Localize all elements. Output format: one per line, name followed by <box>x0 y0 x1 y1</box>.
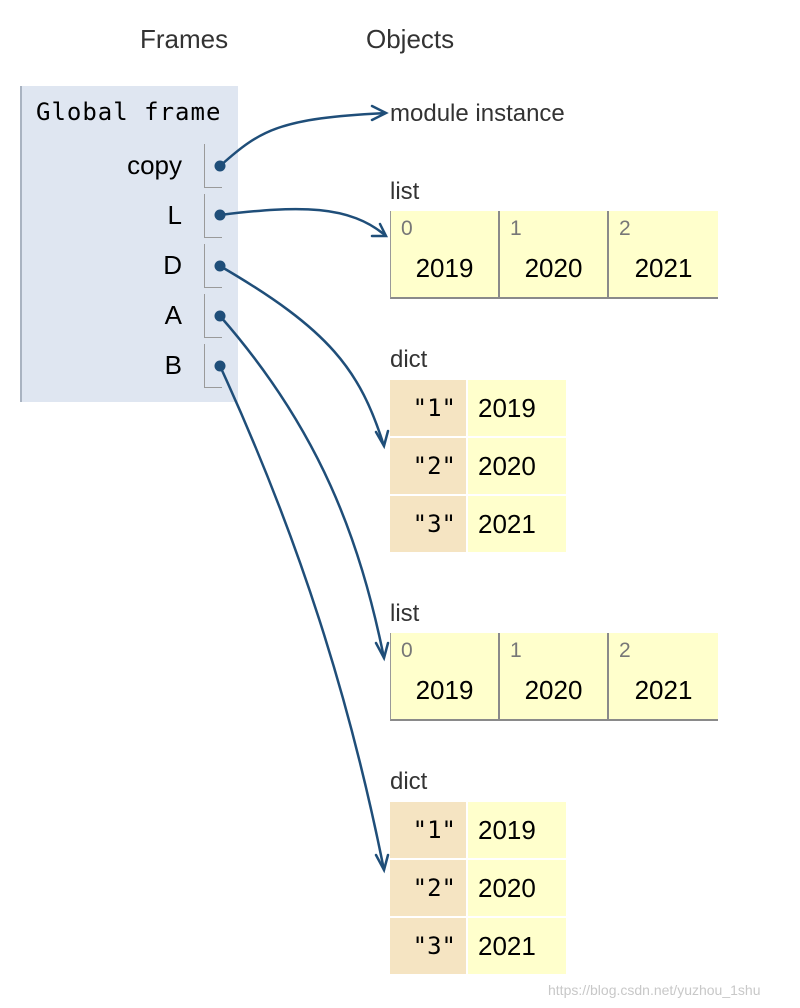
list-index: 0 <box>401 217 413 240</box>
arrowhead-module <box>370 104 389 122</box>
var-L-slot <box>204 194 222 238</box>
list2-type-label: list <box>390 600 420 627</box>
global-frame: Global frame copy L D A B <box>20 86 238 402</box>
list-value: 2021 <box>634 675 693 705</box>
frames-header: Frames <box>140 24 229 54</box>
list-value: 2020 <box>524 675 583 705</box>
list1-type-label: list <box>390 178 420 205</box>
list1: 0 2019 1 2020 2 2021 <box>390 211 718 299</box>
list-value: 2021 <box>634 253 693 283</box>
list-cell: 1 2020 <box>500 633 609 719</box>
var-copy: copy <box>127 150 182 180</box>
dict-row: "3" 2021 <box>390 918 566 974</box>
list-value: 2019 <box>415 675 474 705</box>
dict-row: "3" 2021 <box>390 496 566 552</box>
objects-header: Objects <box>366 24 455 54</box>
list-cell: 0 2019 <box>391 633 500 719</box>
var-D: D <box>163 250 182 280</box>
list-value: 2019 <box>415 253 474 283</box>
list-cell: 1 2020 <box>500 211 609 297</box>
dict2-type-label: dict <box>390 768 428 795</box>
arrowhead-dict2 <box>374 853 390 874</box>
arrow-D-to-dict1 <box>219 264 386 447</box>
list-value: 2020 <box>524 253 583 283</box>
arrow-L-to-list1 <box>219 207 387 237</box>
var-A: A <box>164 300 182 330</box>
watermark: https://blog.csdn.net/yuzhou_1shu <box>548 982 761 998</box>
list-index: 2 <box>619 217 631 240</box>
list-cell: 2 2021 <box>609 633 718 719</box>
dict-value: 2020 <box>468 860 566 916</box>
dict-value: 2020 <box>468 438 566 494</box>
dict-key: "3" <box>390 918 466 974</box>
dict-key: "1" <box>390 802 466 858</box>
var-L: L <box>167 200 182 230</box>
list-index: 1 <box>510 639 522 662</box>
dict-value: 2021 <box>468 918 566 974</box>
dict-key: "3" <box>390 496 466 552</box>
var-A-slot <box>204 294 222 338</box>
arrowhead-dict1 <box>374 429 390 450</box>
dict-key: "2" <box>390 438 466 494</box>
module-instance-label: module instance <box>390 100 565 127</box>
list2: 0 2019 1 2020 2 2021 <box>390 633 718 721</box>
arrow-B-to-dict2 <box>218 365 386 871</box>
dict-row: "2" 2020 <box>390 438 566 494</box>
dict-row: "1" 2019 <box>390 802 566 858</box>
arrow-A-to-list2 <box>219 315 386 659</box>
frame-title: Global frame <box>36 98 222 126</box>
dict1: "1" 2019 "2" 2020 "3" 2021 <box>390 380 566 554</box>
arrowhead-list1 <box>370 222 389 238</box>
arrow-copy-to-module <box>219 111 387 167</box>
arrowhead-list2 <box>374 641 390 662</box>
dict2: "1" 2019 "2" 2020 "3" 2021 <box>390 802 566 976</box>
list-index: 0 <box>401 639 413 662</box>
list-cell: 0 2019 <box>391 211 500 297</box>
dict-row: "2" 2020 <box>390 860 566 916</box>
list-index: 2 <box>619 639 631 662</box>
dict-key: "1" <box>390 380 466 436</box>
var-copy-slot <box>204 144 222 188</box>
var-B-slot <box>204 344 222 388</box>
dict-row: "1" 2019 <box>390 380 566 436</box>
dict-value: 2019 <box>468 380 566 436</box>
dict1-type-label: dict <box>390 346 428 373</box>
list-cell: 2 2021 <box>609 211 718 297</box>
dict-key: "2" <box>390 860 466 916</box>
dict-value: 2021 <box>468 496 566 552</box>
var-D-slot <box>204 244 222 288</box>
dict-value: 2019 <box>468 802 566 858</box>
var-B: B <box>164 350 182 380</box>
list-index: 1 <box>510 217 522 240</box>
